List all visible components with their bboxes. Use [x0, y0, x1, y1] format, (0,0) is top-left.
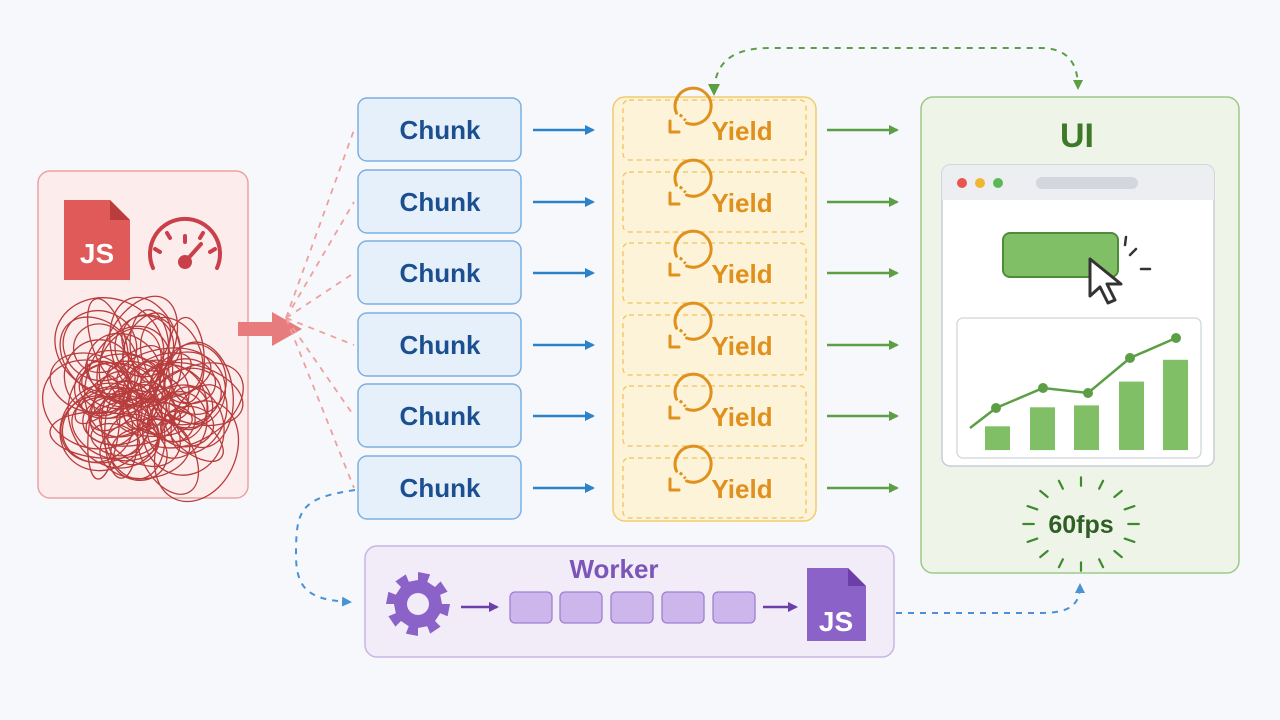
fan-line [285, 317, 355, 346]
queue-block [509, 591, 553, 624]
yield-item: Yield [622, 158, 807, 233]
chunk-label: Chunk [400, 473, 481, 503]
yield-label: Yield [711, 116, 772, 146]
speedometer-icon [148, 216, 222, 270]
task-queue [509, 591, 756, 624]
chunk-label: Chunk [400, 187, 481, 217]
chunk-box: Chunk [357, 455, 522, 520]
ui-loop-arrow [713, 47, 1083, 91]
chart-bar [1119, 381, 1144, 450]
clock-icon [668, 86, 713, 134]
chunk-label: Chunk [400, 115, 481, 145]
chunk-label: Chunk [400, 258, 481, 288]
queue-block [661, 591, 705, 624]
yield-label: Yield [711, 402, 772, 432]
chart-point [1038, 383, 1048, 393]
clock-icon [668, 372, 713, 420]
worker-title: Worker [569, 554, 658, 584]
queue-block [610, 591, 654, 624]
yield-label: Yield [711, 474, 772, 504]
ui-title: UI [1060, 117, 1094, 155]
clock-icon [668, 158, 713, 206]
yield-label: Yield [711, 188, 772, 218]
queue-block [712, 591, 756, 624]
window-maximize-dot [993, 178, 1003, 188]
js-file-icon: JS [64, 200, 130, 280]
fan-line [285, 129, 355, 319]
chart-bar [1030, 407, 1055, 451]
mouse-pointer-icon [1088, 235, 1152, 305]
window-minimize-dot [975, 178, 985, 188]
chunk-label: Chunk [400, 401, 481, 431]
yield-item: Yield [622, 444, 807, 519]
chunk-box: Chunk [357, 312, 522, 377]
clock-icon [668, 301, 713, 349]
yield-item: Yield [622, 372, 807, 447]
chunk-box: Chunk [357, 97, 522, 162]
worker-js-file-icon: JS [807, 568, 866, 641]
clock-icon [668, 229, 713, 277]
chart-bar [985, 426, 1010, 451]
ui-loop-arrow-head [708, 84, 720, 96]
js-file-label: JS [80, 238, 114, 269]
chart-point [1125, 353, 1135, 363]
window-close-dot [957, 178, 967, 188]
clock-icon [668, 444, 713, 492]
yield-item: Yield [622, 229, 807, 304]
mini-chart [969, 333, 1188, 451]
fan-line [285, 317, 355, 417]
chunk-box: Chunk [357, 169, 522, 234]
yield-item: Yield [622, 86, 807, 161]
chart-point [1171, 333, 1181, 343]
worker-js-file-label: JS [819, 606, 853, 637]
tangled-knot-icon [41, 295, 244, 503]
yield-label: Yield [711, 259, 772, 289]
fps-label: 60fps [1048, 511, 1113, 539]
chunk-to-yield-arrows [533, 125, 595, 493]
browser-window [941, 164, 1215, 467]
fps-indicator: 60fps [1022, 476, 1140, 572]
chunk-box: Chunk [357, 240, 522, 305]
chunk-box: Chunk [357, 383, 522, 448]
fan-line [285, 201, 355, 319]
source-panel: JS [37, 170, 249, 503]
chunk-to-worker-arrow [294, 489, 356, 607]
source-output-arrow [238, 312, 302, 346]
chart-point [991, 403, 1001, 413]
queue-block [559, 591, 603, 624]
address-bar [1036, 177, 1138, 189]
worker-to-ui-arrow [896, 583, 1085, 614]
gear-icon [386, 572, 450, 636]
fan-line [285, 272, 355, 319]
chart-line [969, 336, 1177, 429]
yield-label: Yield [711, 331, 772, 361]
chart-bar [1074, 405, 1099, 450]
chunk-label: Chunk [400, 330, 481, 360]
split-fan-lines [285, 129, 355, 489]
chart-bar [1163, 359, 1188, 451]
yield-to-ui-arrows [827, 125, 899, 493]
chart-point [1083, 388, 1093, 398]
fan-line [285, 317, 355, 489]
yield-item: Yield [622, 301, 807, 376]
worker-panel: Worker JS [364, 545, 895, 658]
ui-panel: UI 60fps [920, 96, 1240, 574]
